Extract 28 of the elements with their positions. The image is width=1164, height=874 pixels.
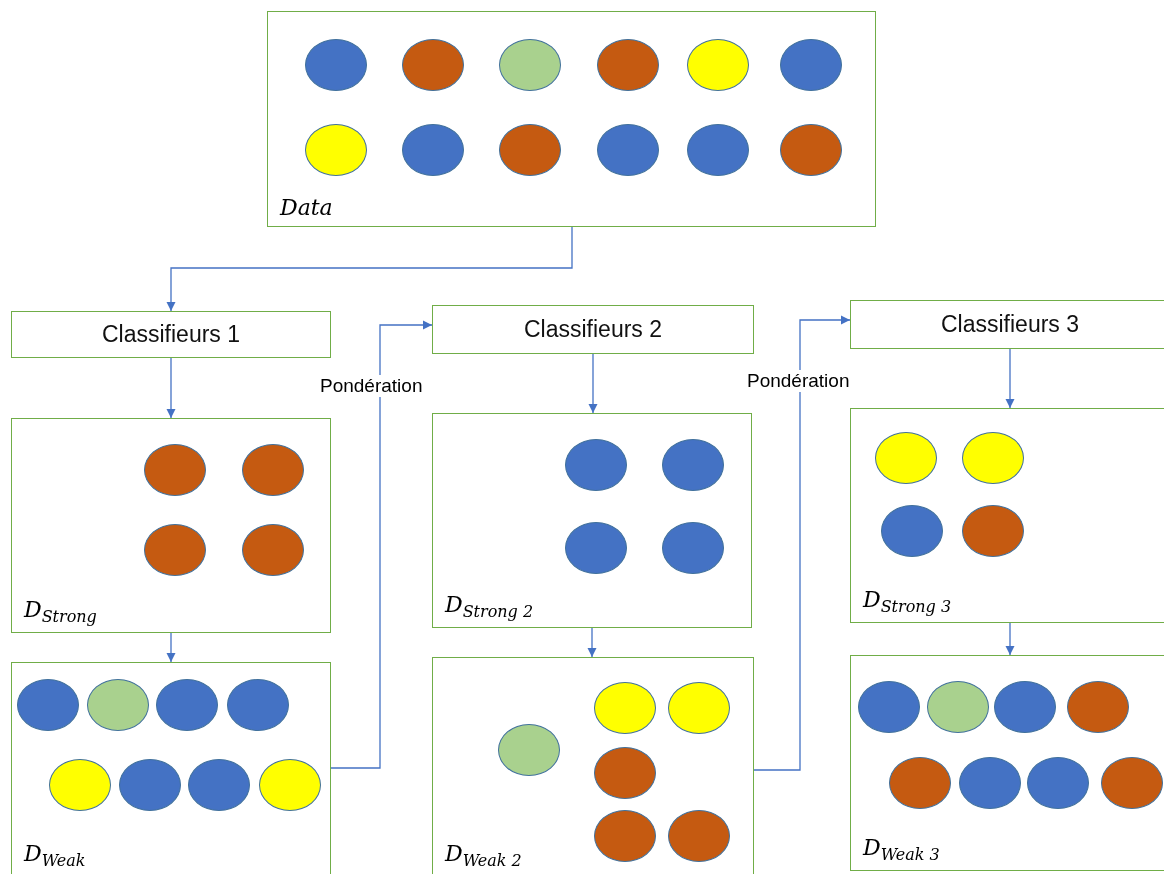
group-panel xyxy=(850,408,1164,623)
classifier-box: Classifieurs 3 xyxy=(850,300,1164,349)
panel-heading: D$_{Weak 2}$ xyxy=(445,840,522,870)
group-panel xyxy=(850,655,1164,871)
arrow xyxy=(166,357,176,419)
panel-heading: Data xyxy=(280,195,333,220)
panel-heading: D$_{Strong 3}$ xyxy=(863,586,952,616)
edge-label: Pondération xyxy=(318,375,425,397)
group-panel xyxy=(432,657,754,874)
classifier-box: Classifieurs 1 xyxy=(11,311,331,358)
panel-heading: D$_{Strong}$ xyxy=(24,596,97,626)
arrow xyxy=(166,632,176,663)
arrow xyxy=(1005,622,1015,656)
arrow xyxy=(753,315,851,771)
arrow xyxy=(588,353,598,414)
arrow xyxy=(166,226,573,312)
group-panel xyxy=(11,662,331,874)
classifier-box: Classifieurs 2 xyxy=(432,305,754,354)
group-panel xyxy=(432,413,752,628)
panel-heading: D$_{Weak 3}$ xyxy=(863,834,940,864)
group-panel xyxy=(11,418,331,633)
edge-label: Pondération xyxy=(745,370,852,392)
arrow xyxy=(330,320,433,769)
panel-heading: D$_{Strong 2}$ xyxy=(445,591,534,621)
arrow xyxy=(1005,348,1015,409)
panel-heading: D$_{Weak}$ xyxy=(24,840,86,870)
arrow xyxy=(587,627,597,658)
group-panel xyxy=(267,11,876,227)
